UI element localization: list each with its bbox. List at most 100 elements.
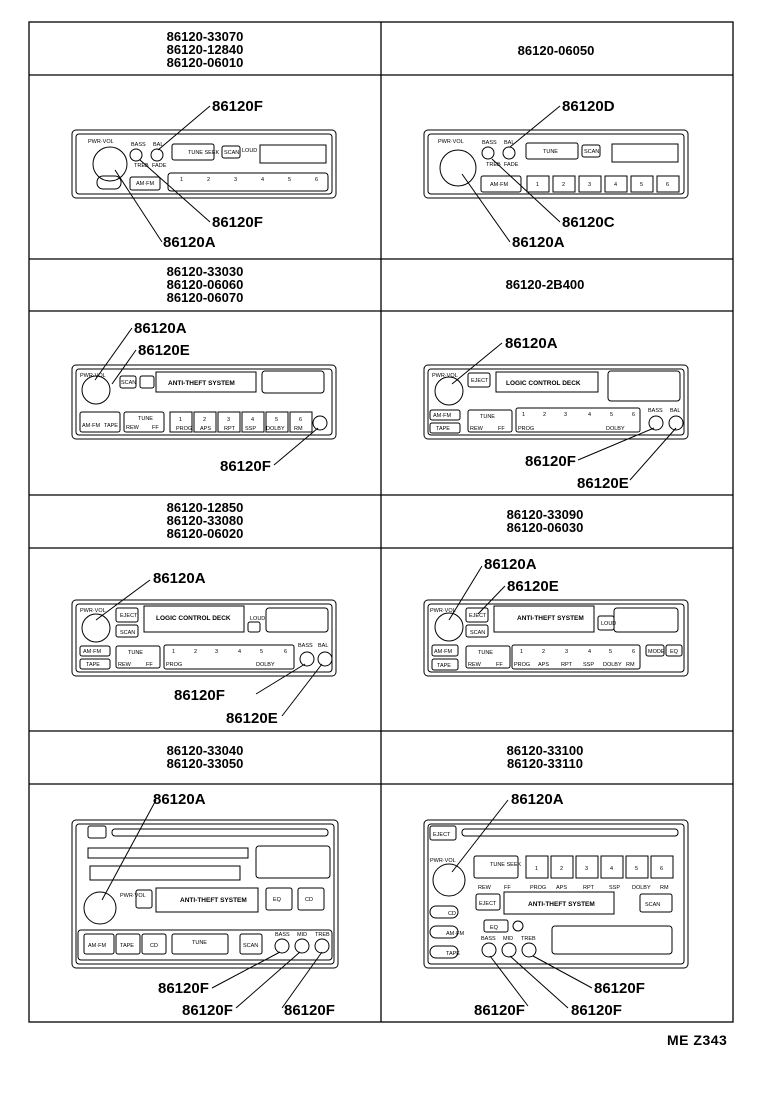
- preset-label: 4: [610, 866, 613, 872]
- treb-knob: [299, 651, 315, 667]
- pwr-vol-label: PWR·VOL: [432, 373, 458, 379]
- ssp-label: SSP: [245, 426, 256, 432]
- part-number-cell-1: 86120-33070 86120-12840 86120-06010: [167, 29, 244, 70]
- eject-button: [475, 893, 501, 911]
- eject-button: [465, 607, 489, 623]
- bass-knob: [481, 942, 497, 958]
- callout-label: 86120C: [562, 214, 615, 231]
- logic-deck-label: LOGIC CONTROL DECK: [156, 615, 231, 622]
- display-window: [611, 143, 679, 163]
- preset-bar: [511, 644, 641, 670]
- part-number: 86120-06010: [167, 55, 244, 70]
- preset-button: [552, 175, 576, 193]
- bass-knob: [274, 938, 290, 954]
- tune-button: [171, 933, 229, 955]
- cassette-door: [493, 605, 595, 633]
- preset-button: [575, 855, 599, 879]
- scan-button: [465, 624, 489, 638]
- am-fm-button: [429, 409, 461, 421]
- callout-label: 86120F: [525, 453, 576, 470]
- part-number-cell-7: 86120-33040 86120-33050: [167, 743, 244, 771]
- rpt-label: RPT: [561, 662, 573, 668]
- callouts-radio-3: 86120A 86120E 86120F: [94, 320, 319, 475]
- cd-slot: [461, 828, 679, 837]
- preset-button: [604, 175, 628, 193]
- volume-knob: [81, 375, 111, 405]
- preset-label: 5: [260, 649, 263, 655]
- part-number-cell-8: 86120-33100 86120-33110: [507, 743, 584, 771]
- part-number: 86120-2B400: [506, 277, 585, 292]
- eject-button: [467, 372, 491, 388]
- preset-label: 6: [660, 866, 663, 872]
- preset-label: 1: [180, 177, 183, 183]
- preset-labels: 1 2 3 4 5 6: [522, 412, 635, 418]
- indicator-lamp: [512, 920, 524, 932]
- scan-label: SCAN: [224, 150, 239, 156]
- preset-bar: [167, 172, 329, 192]
- cd-label: CD: [150, 943, 158, 949]
- preset-label: 1: [536, 182, 539, 188]
- anti-theft-label: ANTI-THEFT SYSTEM: [517, 615, 584, 622]
- eq-label: EQ: [273, 897, 282, 903]
- callout-label: 86120A: [484, 556, 537, 573]
- cassette-door: [143, 605, 245, 633]
- treb-label: TREB: [486, 162, 501, 168]
- am-fm-label: AM·FM: [136, 181, 154, 187]
- part-number: 86120-33100: [507, 743, 584, 758]
- ssp-label: SSP: [609, 885, 620, 891]
- part-number: 86120-33050: [167, 756, 244, 771]
- preset-label: 4: [588, 412, 591, 418]
- callouts-radio-4: 86120A 86120F 86120E: [451, 335, 677, 492]
- ff-label: FF: [496, 662, 503, 668]
- pwr-vol-label: PWR·VOL: [430, 608, 456, 614]
- treb-label: TREB: [315, 932, 330, 938]
- bass-label: BASS: [482, 140, 497, 146]
- tape-button: [431, 658, 459, 671]
- tape-button: [115, 933, 141, 955]
- tune-label: TUNE SEEK: [188, 150, 220, 156]
- treb-label: TREB: [134, 163, 149, 169]
- bass-knob: [129, 148, 143, 162]
- bal-label: BAL: [670, 408, 680, 414]
- bass-label: BASS: [131, 142, 146, 148]
- bass-label: BASS: [648, 408, 663, 414]
- ff-label: FF: [146, 662, 153, 668]
- balance-knob: [150, 148, 164, 162]
- preset-button: [526, 175, 550, 193]
- callout-label: 86120A: [153, 791, 206, 808]
- pwr-vol-label: PWR·VOL: [80, 608, 106, 614]
- callout-label: 86120F: [182, 1002, 233, 1019]
- part-number: 86120-06060: [167, 277, 244, 292]
- display-window: [551, 925, 673, 955]
- volume-knob: [432, 863, 466, 897]
- am-fm-label: AM·FM: [83, 649, 101, 655]
- scan-label: SCAN: [121, 380, 136, 386]
- preset-labels: 1 2 3 4 5 6: [535, 866, 663, 872]
- preset-label: 5: [609, 649, 612, 655]
- radio-unit-5: [71, 599, 337, 677]
- pwr-vol-label: PWR·VOL: [120, 893, 146, 899]
- bass-label: BASS: [298, 643, 313, 649]
- dolby-label: DOLBY: [266, 426, 285, 432]
- eject-label: EJECT: [479, 901, 497, 907]
- callout-label: 86120F: [571, 1002, 622, 1019]
- callout-label: 86120F: [474, 1002, 525, 1019]
- part-number: 86120-33070: [167, 29, 244, 44]
- callout-label: 86120F: [212, 214, 263, 231]
- mid-knob: [294, 938, 310, 954]
- rew-label: REW: [468, 662, 482, 668]
- fade-knob: [668, 415, 684, 431]
- preset-label: 5: [635, 866, 638, 872]
- radio-unit-6: [423, 599, 689, 677]
- tune-seek-button: [473, 855, 519, 879]
- anti-theft-door: [503, 891, 615, 915]
- preset-label: 3: [215, 649, 218, 655]
- callouts-radio-2: 86120D 86120C 86120A: [461, 98, 615, 251]
- am-fm-label: AM·FM: [433, 413, 451, 419]
- preset-label: 3: [234, 177, 237, 183]
- mode-label: MODE: [648, 649, 665, 655]
- preset-label: 6: [632, 649, 635, 655]
- display-window: [265, 607, 329, 633]
- preset-label: 4: [614, 182, 617, 188]
- part-number: 86120-06050: [518, 43, 595, 58]
